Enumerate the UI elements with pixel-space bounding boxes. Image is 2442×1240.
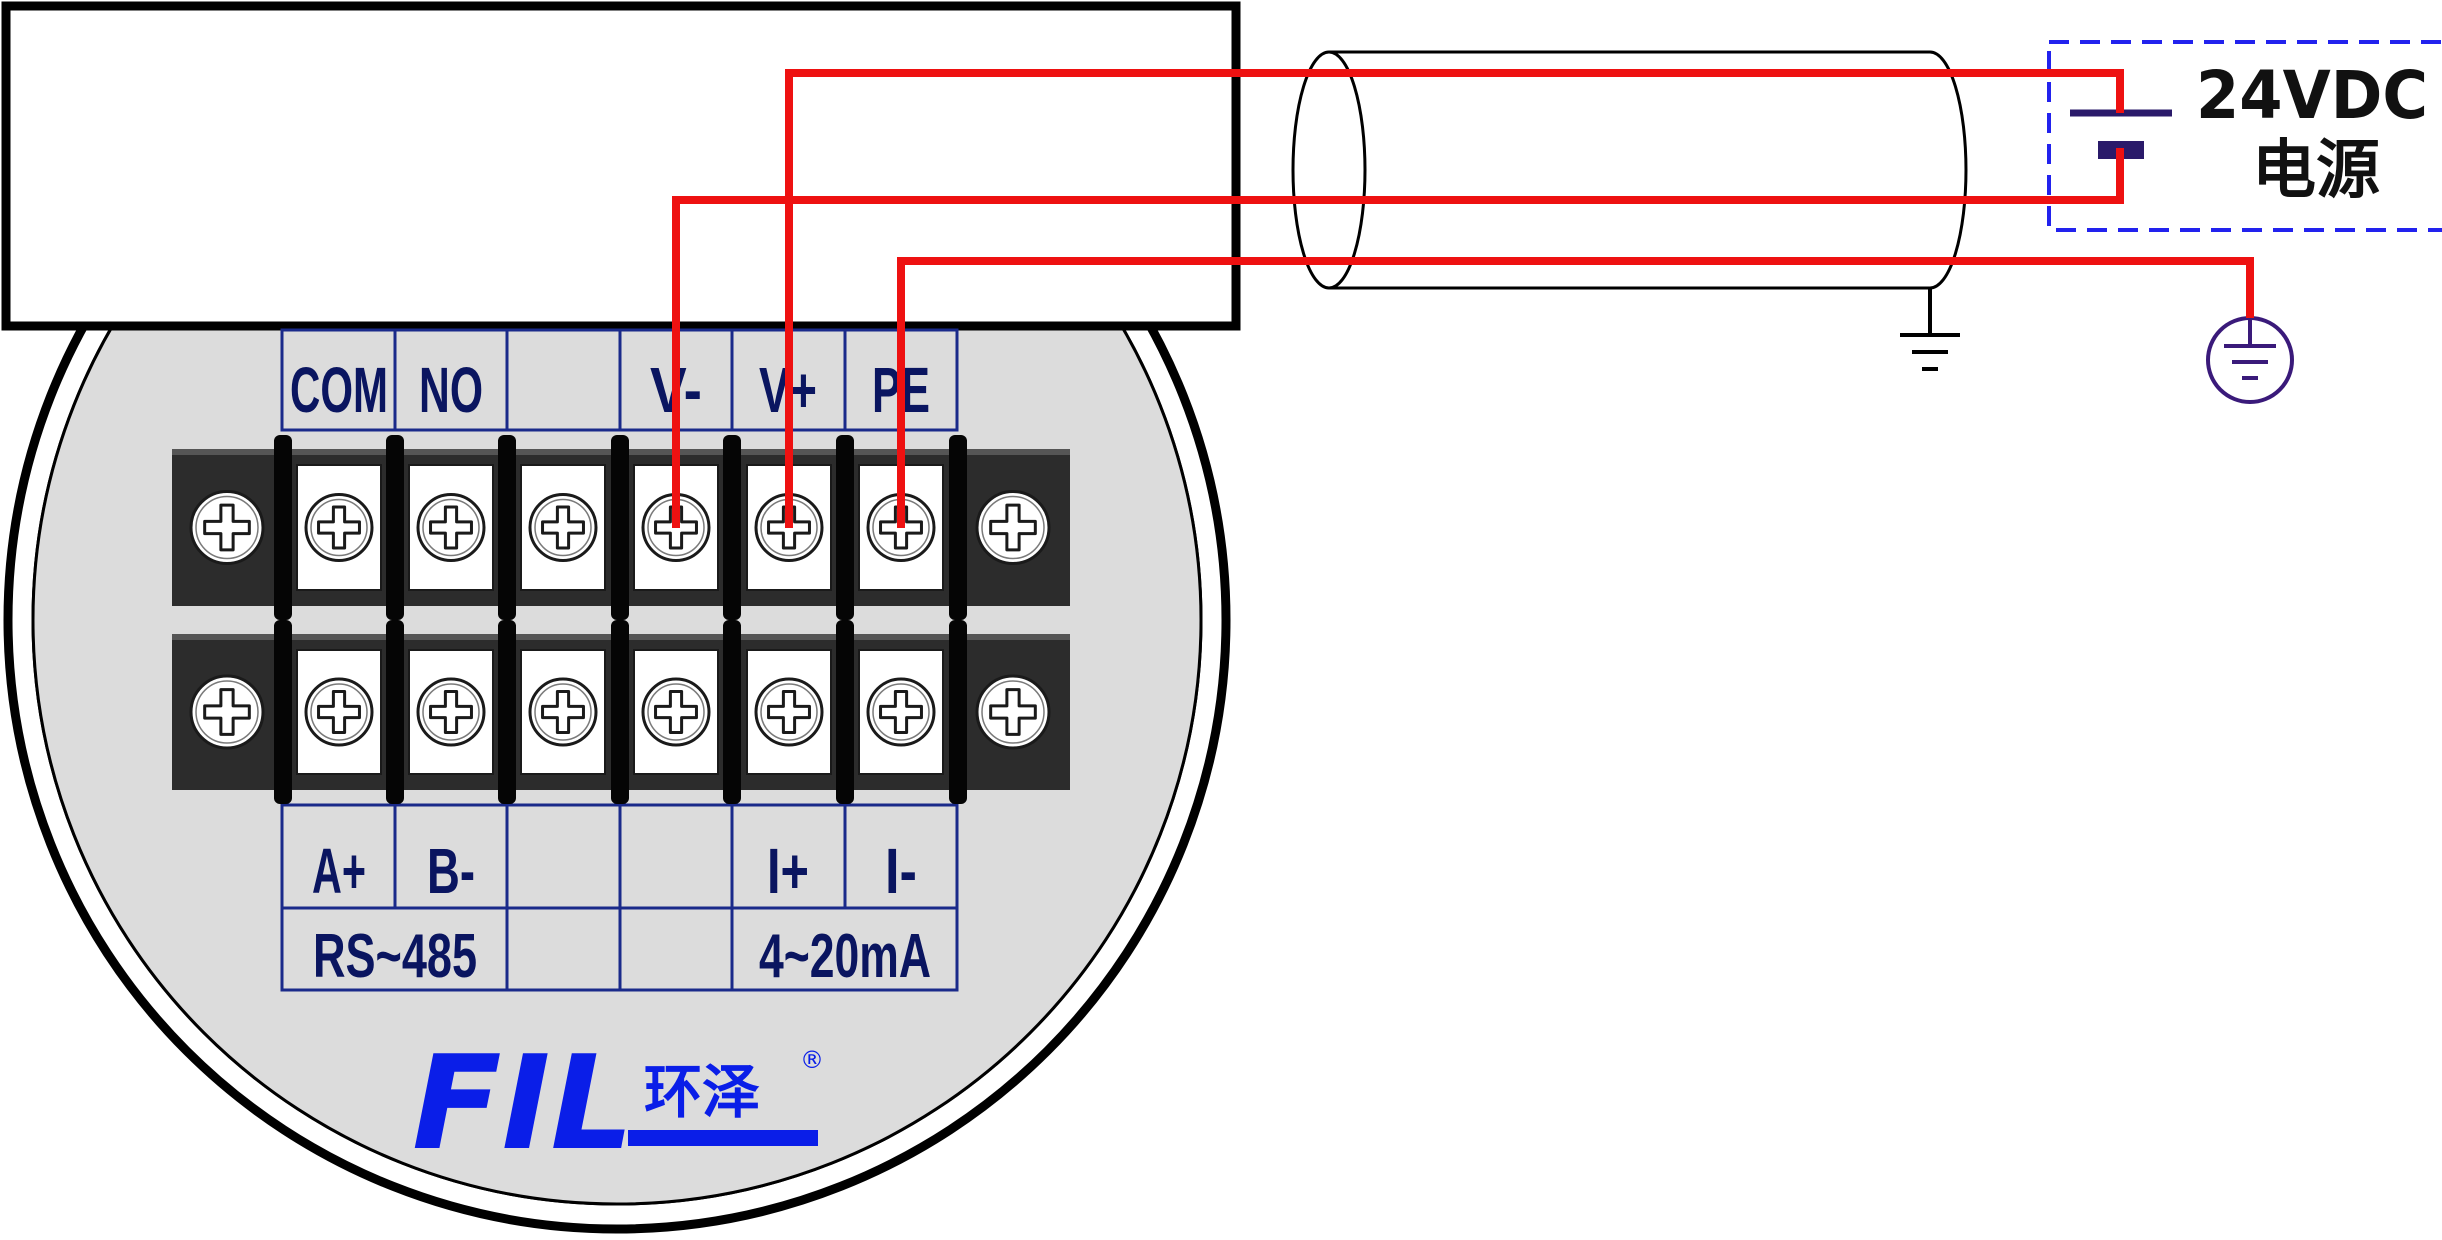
phillips-screw-icon: [189, 490, 265, 565]
terminal-label-com: COM: [290, 354, 388, 426]
brand-logo-chinese: 环泽: [644, 1058, 760, 1126]
ground-icon: [1900, 288, 1960, 371]
strip-top-divider: [386, 435, 404, 620]
phillips-screw-icon: [975, 674, 1051, 750]
shielded-cable: [1291, 50, 1968, 290]
strip-top-divider: [723, 435, 741, 620]
strip-top-divider: [274, 435, 292, 620]
bottom-terminal-labels: A+ B- I+ I- RS~485 4~20mA: [312, 835, 931, 991]
brand-logo: FIL 环泽 ®: [412, 1027, 824, 1179]
group-label-rs485: RS~485: [313, 922, 477, 991]
group-label-4-20ma: 4~20mA: [759, 922, 931, 991]
strip-bottom-divider: [274, 620, 292, 804]
phillips-screw-icon: [416, 677, 486, 747]
phillips-screw-icon: [416, 493, 486, 562]
wires: [672, 69, 2254, 528]
wire-v-plus: [785, 69, 2124, 528]
phillips-screw-icon: [866, 677, 936, 747]
terminal-label-i-plus: I+: [767, 835, 809, 907]
phillips-screw-icon: [189, 674, 265, 750]
terminal-label-a-plus: A+: [312, 835, 366, 907]
strip-top-divider: [949, 435, 967, 620]
strip-bottom-divider: [723, 620, 741, 804]
phillips-screw-icon: [975, 490, 1051, 565]
strip-bottom-divider: [386, 620, 404, 804]
protective-earth-icon: [2206, 316, 2294, 404]
terminal-strip-bottom: [172, 620, 1070, 804]
strip-bottom-divider: [611, 620, 629, 804]
strip-bottom-divider: [836, 620, 854, 804]
power-supply-box: 24VDC 电源: [2047, 40, 2442, 232]
terminal-label-no: NO: [419, 354, 483, 426]
strip-top-divider: [498, 435, 516, 620]
strip-top-divider: [836, 435, 854, 620]
phillips-screw-icon: [528, 677, 598, 747]
registered-mark: ®: [800, 1046, 824, 1074]
wire-v-minus: [672, 148, 2124, 528]
terminal-strip-top: [172, 435, 1070, 620]
brand-logo-fil: FIL: [412, 1027, 634, 1179]
cover-plate: [1, 1, 1241, 331]
phillips-screw-icon: [528, 493, 598, 562]
top-label-grid: [280, 328, 959, 432]
power-supply-name: 电源: [2252, 134, 2380, 208]
phillips-screw-icon: [304, 677, 374, 747]
strip-bottom-divider: [949, 620, 967, 804]
bottom-label-grid: [280, 803, 959, 992]
power-supply-voltage: 24VDC: [2196, 57, 2428, 134]
wire-pe: [897, 257, 2254, 528]
phillips-screw-icon: [641, 677, 711, 747]
strip-top-divider: [611, 435, 629, 620]
phillips-screw-icon: [754, 677, 824, 747]
terminal-label-b-minus: B-: [427, 835, 475, 907]
phillips-screw-icon: [304, 493, 374, 562]
terminal-label-i-minus: I-: [885, 835, 917, 907]
strip-bottom-divider: [498, 620, 516, 804]
